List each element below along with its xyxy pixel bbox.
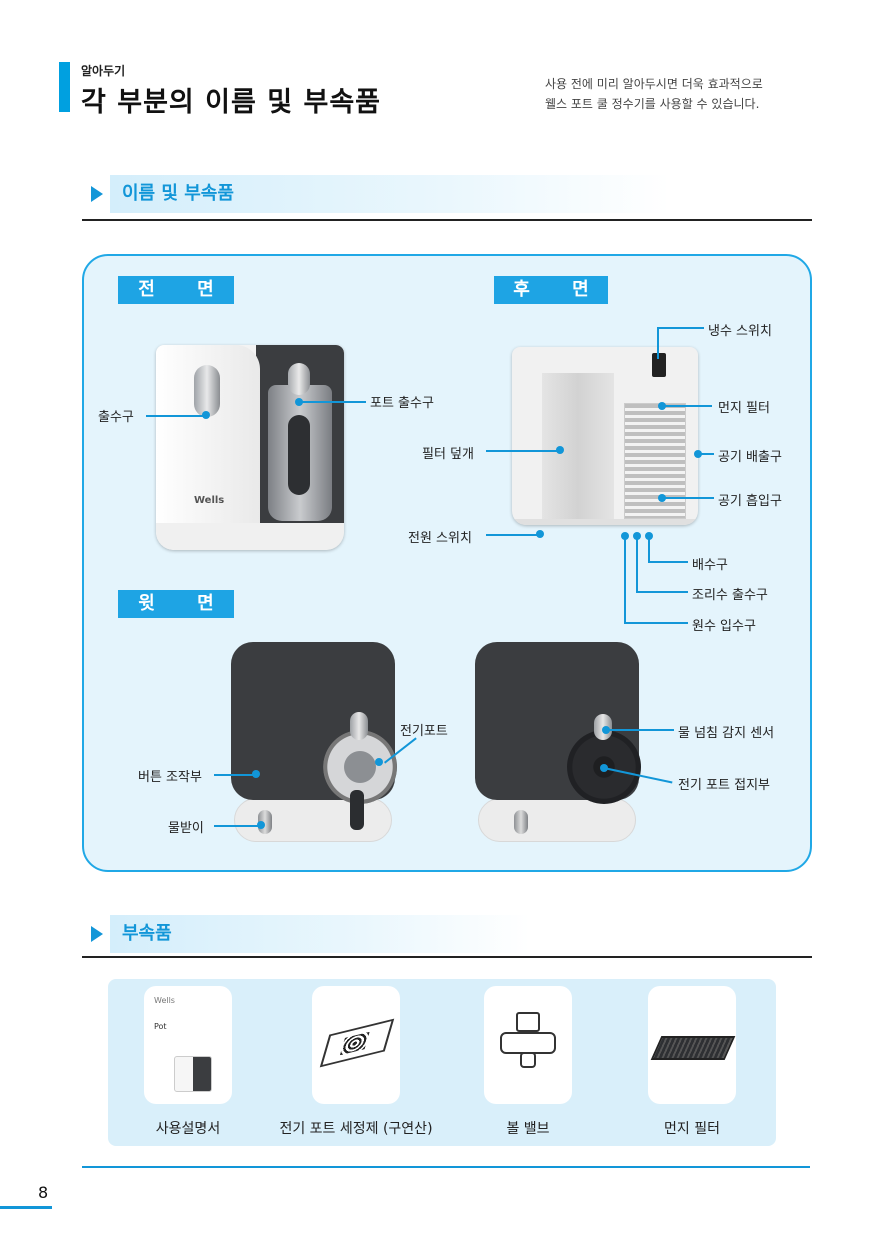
accessory-label: 먼지 필터 [664, 1121, 720, 1137]
leader-dot [375, 758, 383, 766]
label-overflow-sensor: 물 넘침 감지 센서 [678, 726, 775, 741]
label-electric-pot: 전기포트 [400, 724, 448, 739]
leader-dot [295, 398, 303, 406]
label-dispenser: 출수구 [98, 410, 134, 425]
footer-rule [82, 1166, 810, 1168]
section-arrow-icon [91, 186, 103, 202]
leader-line [606, 729, 674, 731]
view-tag-front: 전 면 [118, 276, 234, 304]
front-device-image: Wells [156, 345, 344, 550]
manual-brand: Wells [154, 996, 175, 1005]
leader-line [648, 536, 650, 563]
leader-line [636, 591, 688, 593]
label-cooking-outlet: 조리수 출수구 [692, 588, 768, 603]
pot-handle-icon [350, 790, 364, 830]
leader-line [486, 450, 558, 452]
label-power-switch: 전원 스위치 [408, 531, 472, 546]
label-drain: 배수구 [692, 558, 728, 573]
accessory-card-manual: Wells Pot [144, 986, 232, 1104]
leader-line [698, 453, 714, 455]
label-pot-outlet: 포트 출수구 [370, 396, 434, 411]
dust-filter-icon [650, 1036, 736, 1060]
pot-icon [268, 385, 332, 521]
label-raw-inlet: 원수 입수구 [692, 619, 756, 634]
ball-valve-icon [500, 1032, 556, 1054]
view-tag-back: 후 면 [494, 276, 608, 304]
page-title: 각 부분의 이름 및 부속품 [81, 87, 381, 118]
section-rule [82, 956, 812, 958]
accessory-card-dust-filter [648, 986, 736, 1104]
accessory-label: 볼 밸브 [506, 1121, 550, 1137]
title-kicker: 알아두기 [81, 64, 126, 78]
accessory-label: 사용설명서 [155, 1121, 221, 1137]
section-rule [82, 219, 812, 221]
leader-line [300, 401, 366, 403]
leader-dot [536, 530, 544, 538]
title-accent-bar [59, 62, 70, 112]
back-device-image [512, 347, 698, 525]
label-dust-filter: 먼지 필터 [718, 401, 770, 416]
leader-dot [257, 821, 265, 829]
manual-icon [174, 1056, 212, 1092]
switch-icon [652, 353, 666, 377]
tray-image [478, 798, 636, 842]
accessory-card-cleaner [312, 986, 400, 1104]
leader-dot [252, 770, 260, 778]
leader-line [648, 561, 688, 563]
section-title-names: 이름 및 부속품 [110, 175, 670, 213]
cleaner-box-icon [319, 1018, 395, 1068]
spout-top-icon [350, 712, 368, 740]
section-title-accessories: 부속품 [110, 915, 530, 953]
label-air-outlet: 공기 배출구 [718, 450, 782, 465]
leader-line [214, 825, 260, 827]
leader-dot [202, 411, 210, 419]
faucet-icon [194, 365, 220, 417]
grille-icon [624, 403, 686, 519]
leader-dot [556, 446, 564, 454]
view-tag-top: 윗 면 [118, 590, 234, 618]
nozzle-top-icon [514, 810, 528, 834]
brand-logo: Wells [194, 495, 225, 506]
leader-line [657, 327, 704, 329]
label-air-inlet: 공기 흡입구 [718, 494, 782, 509]
section-arrow-icon [91, 926, 103, 942]
leader-line [486, 534, 538, 536]
leader-line [146, 415, 206, 417]
leader-line [657, 327, 659, 359]
leader-line [662, 405, 712, 407]
leader-line [662, 497, 714, 499]
label-filter-cover: 필터 덮개 [422, 447, 474, 462]
label-pot-contact: 전기 포트 접지부 [678, 778, 770, 793]
leader-line [636, 536, 638, 593]
label-cold-switch: 냉수 스위치 [708, 324, 772, 339]
accessory-label: 전기 포트 세정제 (구연산) [279, 1121, 433, 1137]
leader-line [214, 774, 254, 776]
pot-spout-icon [288, 363, 310, 395]
accessory-card-valve [484, 986, 572, 1104]
intro-line-2: 웰스 포트 쿨 정수기를 사용할 수 있습니다. [545, 97, 760, 111]
label-drip-tray: 물받이 [168, 821, 204, 836]
label-button-panel: 버튼 조작부 [138, 770, 202, 785]
page-number-bar [0, 1206, 52, 1209]
intro-line-1: 사용 전에 미리 알아두시면 더욱 효과적으로 [545, 77, 763, 91]
leader-line [624, 622, 688, 624]
page-number: 8 [38, 1183, 49, 1202]
leader-line [624, 536, 626, 624]
intro-text: 사용 전에 미리 알아두시면 더욱 효과적으로 웰스 포트 쿨 정수기를 사용할… [545, 74, 845, 114]
manual-product: Pot [154, 1022, 167, 1031]
